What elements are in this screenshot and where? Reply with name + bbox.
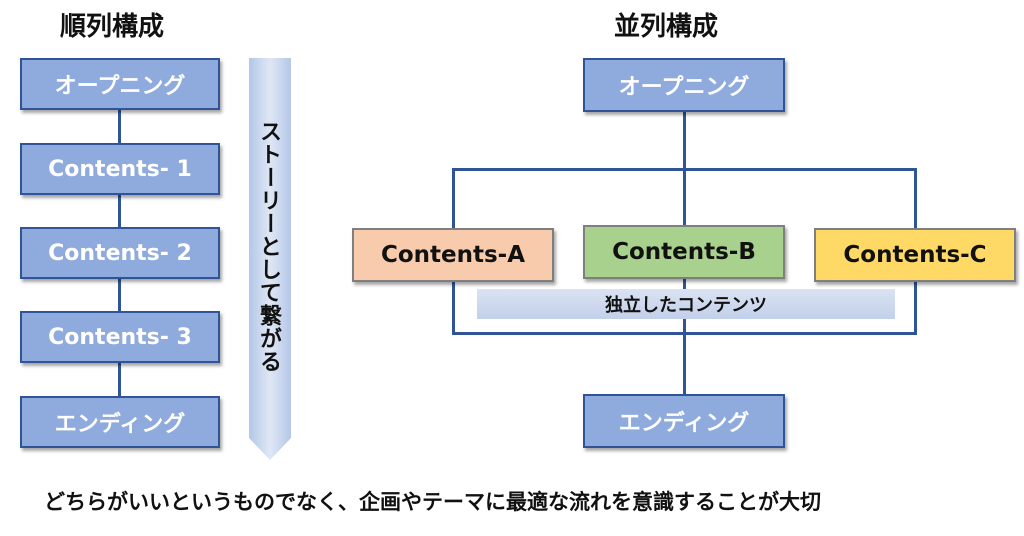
story-down-arrow-icon xyxy=(249,58,291,460)
parallel-rise-a xyxy=(452,280,455,334)
content-card-c: Contents-C xyxy=(814,228,1016,282)
serial-structure-title: 順列構成 xyxy=(60,12,165,42)
content-card-a: Contents-A xyxy=(352,228,554,282)
serial-box-contents-1: Contents- 1 xyxy=(20,143,220,195)
independent-contents-label: 独立したコンテンツ xyxy=(477,289,895,319)
parallel-box-ending: エンディング xyxy=(583,394,785,448)
parallel-trunk-bottom xyxy=(683,332,686,396)
serial-box-contents-2: Contents- 2 xyxy=(20,227,220,279)
parallel-rise-c xyxy=(914,280,917,334)
serial-box-opening: オープニング xyxy=(20,58,220,110)
serial-box-ending: エンディング xyxy=(20,396,220,448)
bottom-note-text: どちらがいいというものでなく、企画やテーマに最適な流れを意識することが大切 xyxy=(44,490,821,514)
parallel-structure-title: 並列構成 xyxy=(614,12,719,42)
content-card-b: Contents-B xyxy=(583,225,785,279)
parallel-box-opening: オープニング xyxy=(583,58,785,112)
parallel-drop-a xyxy=(452,168,455,230)
story-connection-label: ストーリーとして繋がる xyxy=(256,120,281,373)
parallel-drop-c xyxy=(914,168,917,230)
serial-box-contents-3: Contents- 3 xyxy=(20,311,220,363)
parallel-trunk-top xyxy=(683,112,686,170)
parallel-drop-b xyxy=(683,168,686,226)
